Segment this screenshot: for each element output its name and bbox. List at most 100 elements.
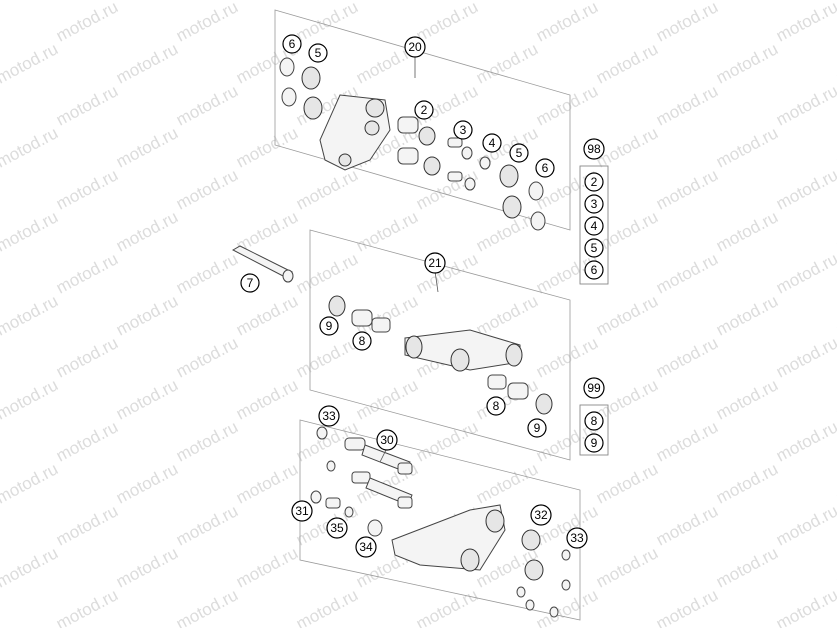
callout-label: 35 bbox=[330, 521, 344, 535]
watermark-text: motod.ru bbox=[713, 39, 781, 87]
callout-c21: 21 bbox=[424, 252, 446, 274]
callout-label: 9 bbox=[534, 421, 541, 435]
watermark-text: motod.ru bbox=[0, 123, 61, 171]
watermark-text: motod.ru bbox=[0, 165, 1, 213]
watermark-text: motod.ru bbox=[593, 291, 661, 339]
callout-label: 6 bbox=[289, 37, 296, 51]
watermark-text: motod.ru bbox=[473, 39, 541, 87]
watermark-text: motod.ru bbox=[353, 207, 421, 255]
watermark-text: motod.ru bbox=[833, 291, 837, 339]
watermark-text: motod.ru bbox=[53, 249, 121, 297]
callout-label: 9 bbox=[326, 319, 333, 333]
callout-c7: 7 bbox=[240, 273, 260, 293]
watermark-text: motod.ru bbox=[773, 81, 837, 129]
watermark-text: motod.ru bbox=[0, 0, 61, 4]
watermark-text: motod.ru bbox=[53, 333, 121, 381]
callout-label: 3 bbox=[460, 123, 467, 137]
watermark-text: motod.ru bbox=[233, 123, 301, 171]
watermark-text: motod.ru bbox=[713, 207, 781, 255]
upper-bearings bbox=[279, 57, 546, 231]
watermark-text: motod.ru bbox=[0, 249, 1, 297]
watermark-text: motod.ru bbox=[773, 0, 837, 46]
watermark-text: motod.ru bbox=[113, 459, 181, 507]
watermark-text: motod.ru bbox=[293, 0, 361, 46]
watermark-text: motod.ru bbox=[533, 81, 601, 129]
watermark-text: motod.ru bbox=[53, 501, 121, 549]
watermark-text: motod.ru bbox=[0, 543, 61, 591]
watermark-text: motod.ru bbox=[473, 459, 541, 507]
callout-c8b: 8 bbox=[486, 396, 506, 416]
callout-label: 5 bbox=[315, 46, 322, 60]
watermark-text: motod.ru bbox=[653, 417, 721, 465]
callout-c32: 32 bbox=[530, 504, 552, 526]
callout-c5a: 5 bbox=[308, 43, 328, 63]
kit-item-label: 2 bbox=[591, 175, 598, 189]
callout-c33a: 33 bbox=[318, 405, 340, 427]
watermark-text: motod.ru bbox=[413, 417, 481, 465]
watermark-text: motod.ru bbox=[173, 0, 241, 46]
watermark-text: motod.ru bbox=[653, 501, 721, 549]
watermark-text: motod.ru bbox=[173, 249, 241, 297]
callout-c33b: 33 bbox=[566, 527, 588, 549]
callout-label: 32 bbox=[534, 508, 548, 522]
watermark-text: motod.ru bbox=[773, 417, 837, 465]
watermark-text: motod.ru bbox=[413, 0, 481, 46]
callout-label: 33 bbox=[570, 531, 584, 545]
callout-c4: 4 bbox=[482, 133, 502, 153]
callout-label: 31 bbox=[295, 504, 309, 518]
callout-label: 2 bbox=[421, 103, 428, 117]
linkage-lever bbox=[404, 329, 523, 372]
kit-item-label: 3 bbox=[591, 197, 598, 211]
watermark-text: motod.ru bbox=[113, 291, 181, 339]
callout-c35: 35 bbox=[326, 517, 348, 539]
callout-c6b: 6 bbox=[535, 158, 555, 178]
watermark-text: motod.ru bbox=[713, 375, 781, 423]
watermark-text: motod.ru bbox=[773, 165, 837, 213]
callout-c9b: 9 bbox=[527, 418, 547, 438]
callout-label: 4 bbox=[489, 136, 496, 150]
watermark-text: motod.ru bbox=[173, 501, 241, 549]
watermark-text: motod.ru bbox=[113, 123, 181, 171]
watermark-text: motod.ru bbox=[533, 0, 601, 46]
watermark-text: motod.ru bbox=[533, 333, 601, 381]
watermark-text: motod.ru bbox=[653, 333, 721, 381]
callout-c20: 20 bbox=[404, 36, 426, 58]
watermark-text: motod.ru bbox=[233, 0, 301, 4]
group-20-frame bbox=[274, 9, 571, 231]
watermark-text: motod.ru bbox=[473, 291, 541, 339]
watermark-text: motod.ru bbox=[233, 543, 301, 591]
callout-c34: 34 bbox=[355, 536, 377, 558]
watermark-text: motod.ru bbox=[173, 417, 241, 465]
watermark-text: motod.ru bbox=[293, 249, 361, 297]
watermark-text: motod.ru bbox=[0, 333, 1, 381]
watermark-text: motod.ru bbox=[173, 81, 241, 129]
watermark-text: motod.ru bbox=[233, 291, 301, 339]
callout-c5b: 5 bbox=[509, 143, 529, 163]
watermark-text: motod.ru bbox=[0, 0, 1, 46]
callout-c2: 2 bbox=[414, 100, 434, 120]
watermark-text: motod.ru bbox=[53, 585, 121, 628]
swingarm-linkage bbox=[310, 426, 571, 618]
callout-label: 30 bbox=[380, 433, 394, 447]
watermark-text: motod.ru bbox=[593, 375, 661, 423]
watermark-text: motod.ru bbox=[653, 165, 721, 213]
rocker-arm bbox=[319, 94, 391, 171]
kit-item-label: 4 bbox=[591, 219, 598, 233]
callout-c6a: 6 bbox=[282, 34, 302, 54]
callout-label: 5 bbox=[516, 146, 523, 160]
watermark-text: motod.ru bbox=[833, 207, 837, 255]
watermark-text: motod.ru bbox=[113, 0, 181, 4]
watermark-text: motod.ru bbox=[833, 39, 837, 87]
kit-label: 98 bbox=[587, 142, 601, 156]
kit-item-label: 8 bbox=[591, 414, 598, 428]
watermark-text: motod.ru bbox=[0, 207, 61, 255]
watermark-text: motod.ru bbox=[833, 375, 837, 423]
kit-label: 99 bbox=[587, 381, 601, 395]
callout-c9a: 9 bbox=[319, 316, 339, 336]
